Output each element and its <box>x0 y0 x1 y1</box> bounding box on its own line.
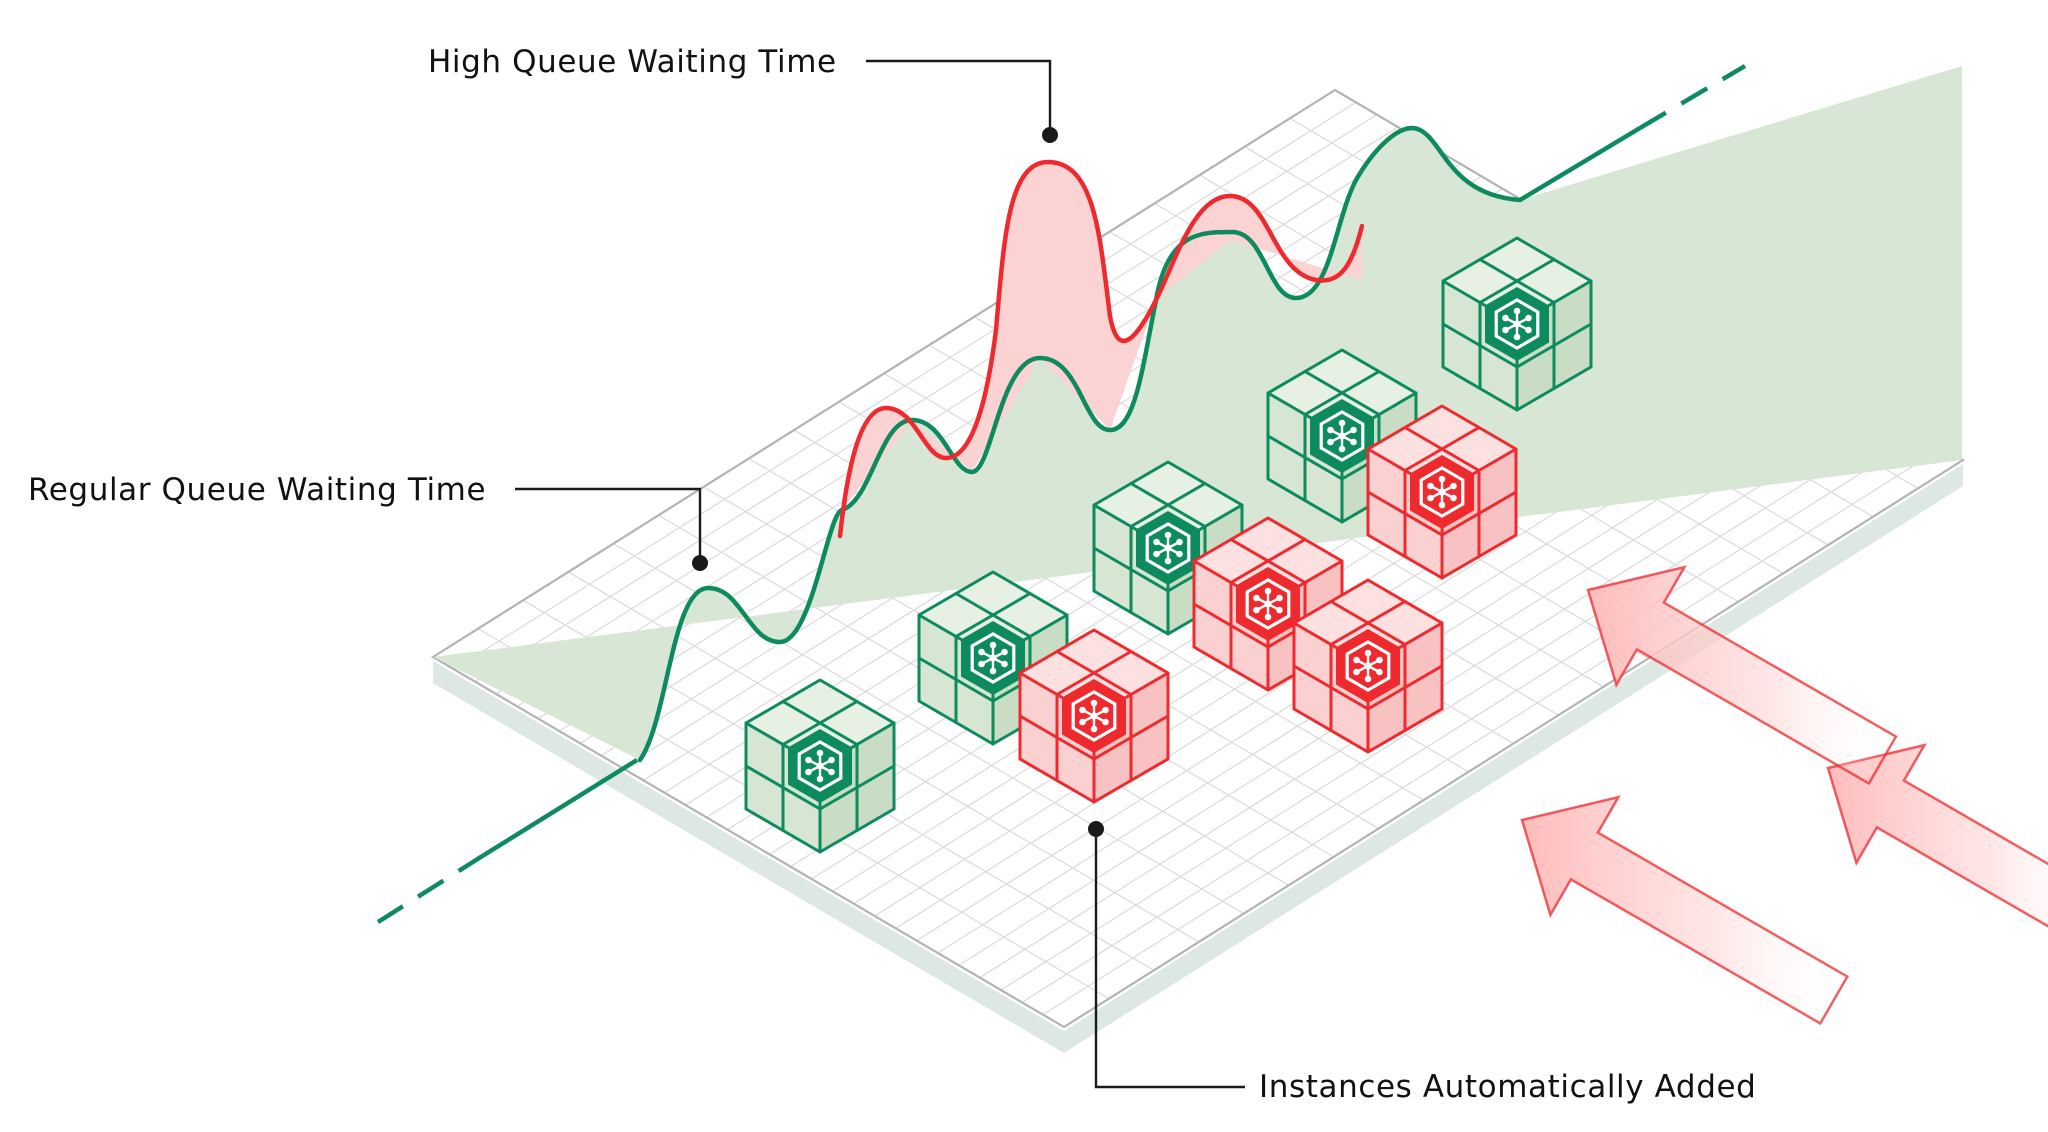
instance-existing <box>744 678 896 854</box>
incoming-arrow-icon <box>1586 565 1898 786</box>
regular-queue-label: Regular Queue Waiting Time <box>28 472 486 508</box>
instance-existing <box>1441 236 1593 412</box>
axis-line-left <box>482 758 639 857</box>
regular-queue-marker <box>692 555 708 571</box>
high-queue-line <box>837 159 1365 539</box>
plane-shadow <box>433 464 1963 1053</box>
axis-dash-left <box>376 853 486 924</box>
regular-queue-line <box>637 125 1523 763</box>
instance-added <box>1018 628 1170 804</box>
instances-added-leader <box>1094 829 1245 1089</box>
instance-added <box>1366 404 1518 580</box>
high-queue-label: High Queue Waiting Time <box>428 44 837 80</box>
high-queue-area <box>840 162 1362 536</box>
incoming-arrow-icon <box>1520 795 1850 1026</box>
instances-added-label: Instances Automatically Added <box>1259 1069 1756 1105</box>
high-queue-marker <box>1042 127 1058 143</box>
regular-queue-leader <box>515 487 702 563</box>
instances-added-marker <box>1088 821 1104 837</box>
instance-added <box>1292 578 1444 754</box>
axis-line-right <box>1518 126 1642 202</box>
axis-dash-right <box>1638 64 1747 130</box>
high-queue-leader <box>866 59 1052 135</box>
incoming-arrow-icon <box>1826 743 2048 928</box>
